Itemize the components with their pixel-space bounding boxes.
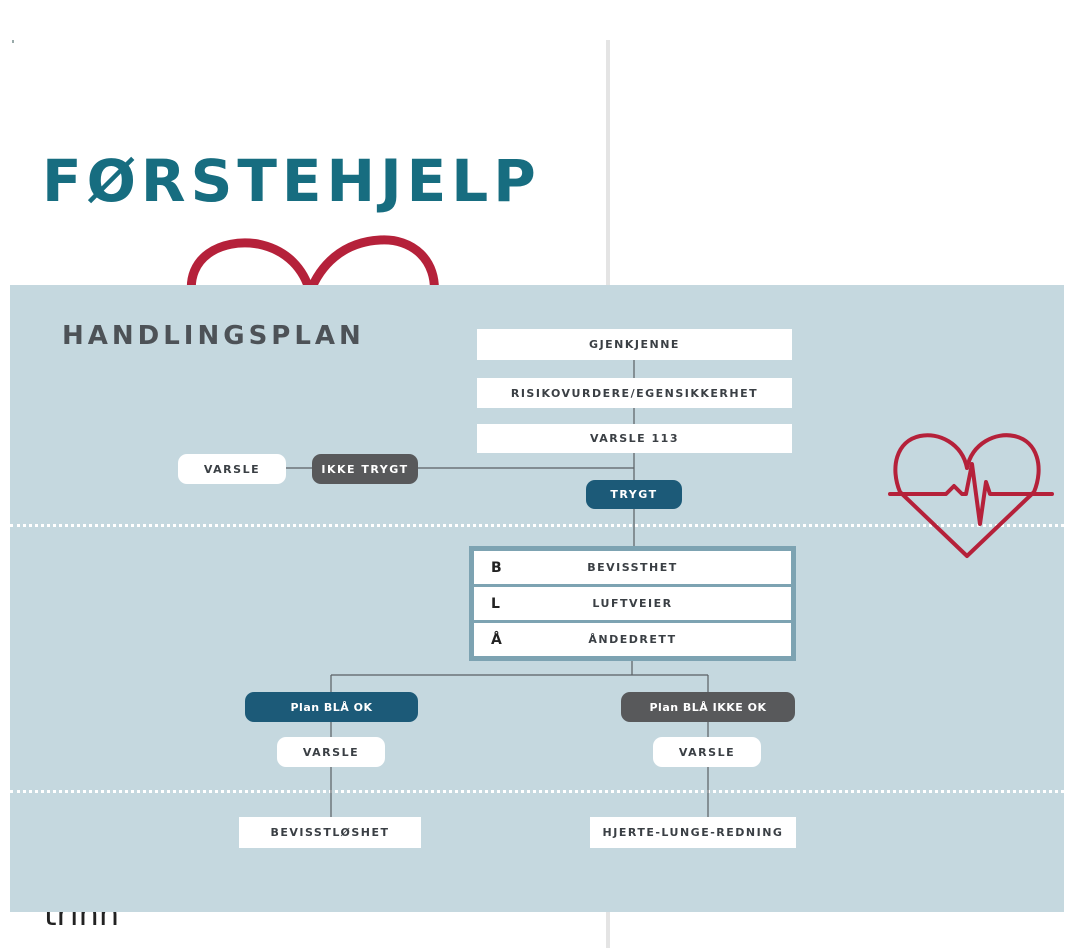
plan-ok-pill: Plan BLÅ OK [245,692,418,722]
step-call-113: VARSLE 113 [477,424,792,453]
ok-alert-pill: VARSLE [277,737,385,767]
outcome-cpr: HJERTE-LUNGE-REDNING [590,817,796,848]
step-risk-assessment: RISIKOVURDERE/EGENSIKKERHET [477,378,792,408]
abc-letter: B [491,559,502,576]
abc-label: LUFTVEIER [592,597,673,610]
not-safe-pill: IKKE TRYGT [312,454,418,484]
corner-mark [12,40,14,43]
action-plan-panel: HANDLINGSPLAN GJENKJENNE RISIKOVURDERE/E… [10,285,1064,912]
abc-row-consciousness: B BEVISSTHET [474,551,791,584]
connector-lines [286,360,709,818]
abc-label: BEVISSTHET [587,561,678,574]
abc-row-breathing: Å ÅNDEDRETT [474,623,791,656]
section-divider [10,524,1064,527]
outcome-unconsciousness: BEVISSTLØSHET [239,817,421,848]
page-title: FØRSTEHJELP [42,147,541,215]
abc-row-airway: L LUFTVEIER [474,587,791,620]
safe-pill: TRYGT [586,480,682,509]
not-ok-alert-pill: VARSLE [653,737,761,767]
section-divider [10,790,1064,793]
step-recognize: GJENKJENNE [477,329,792,360]
panel-title: HANDLINGSPLAN [62,321,365,351]
abc-letter: Å [491,631,502,648]
plan-not-ok-pill: Plan BLÅ IKKE OK [621,692,795,722]
heart-ekg-icon [888,433,1054,558]
abc-letter: L [491,595,500,612]
abc-label: ÅNDEDRETT [588,633,677,646]
abc-checklist: B BEVISSTHET L LUFTVEIER Å ÅNDEDRETT [469,546,796,661]
unsafe-alert-pill: VARSLE [178,454,286,484]
